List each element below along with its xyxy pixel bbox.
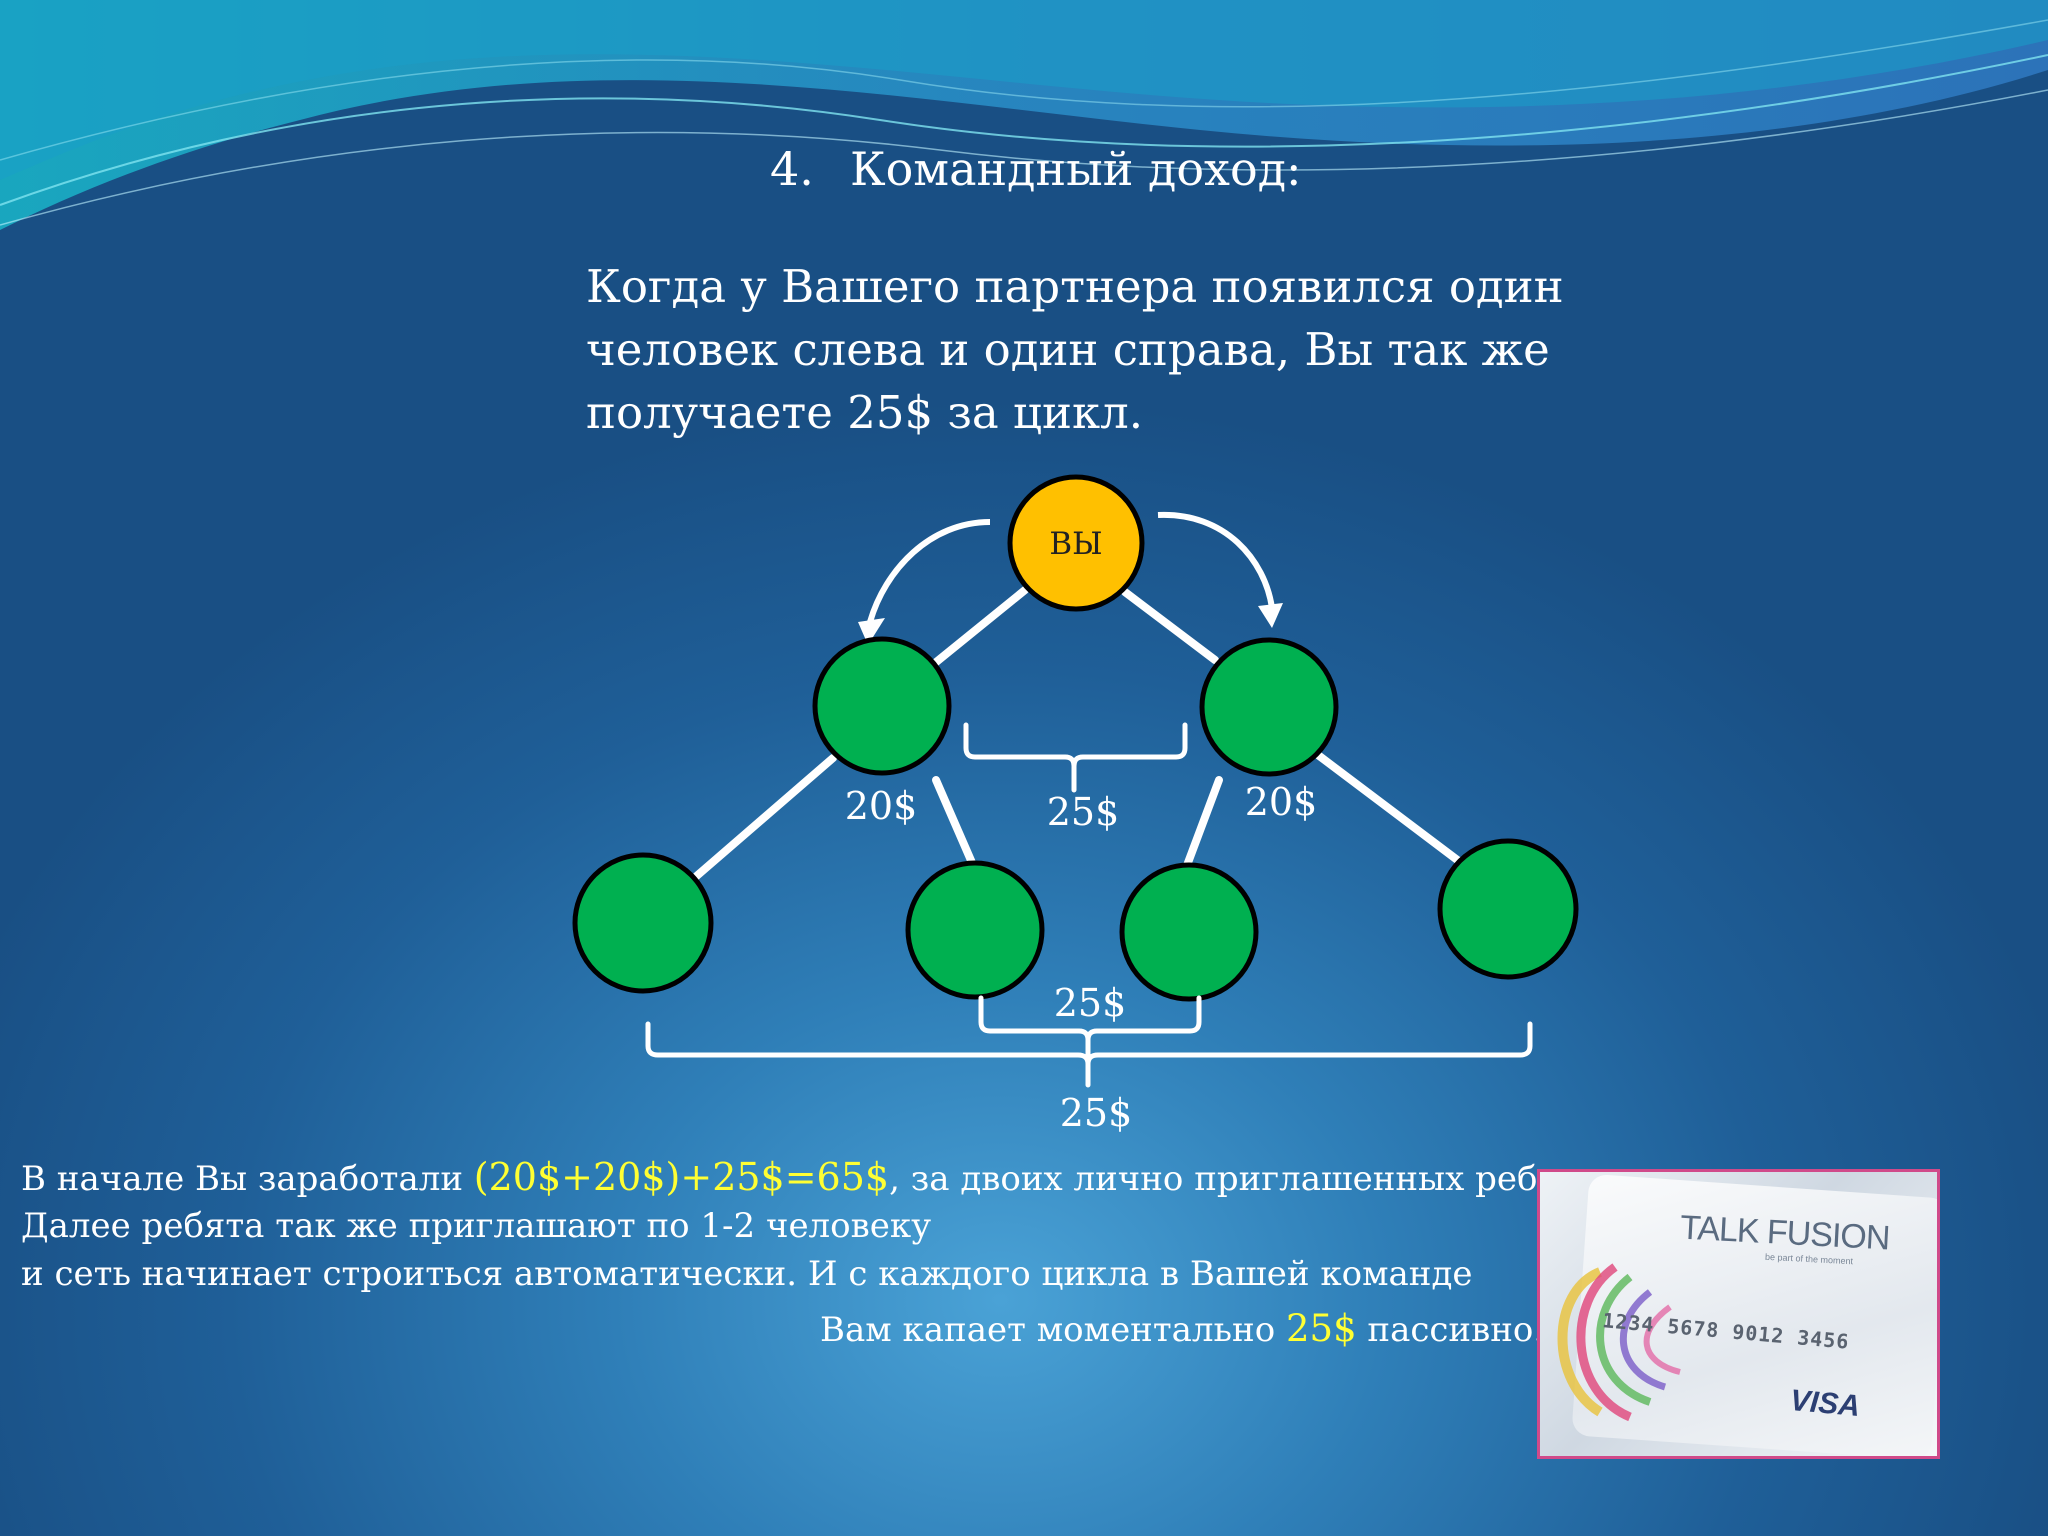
connector-left-leftleaf: [688, 754, 837, 884]
node-leaf-1: [572, 852, 714, 994]
footer-line-2: Далее ребята так же приглашают по 1-2 че…: [21, 1206, 932, 1246]
arrow-left-head-icon: [858, 618, 885, 645]
connector-top-left: [931, 586, 1029, 667]
footer-line-3: и сеть начинает строиться автоматически.…: [21, 1254, 1473, 1294]
paragraph-line: Когда у Вашего партнера появился один: [586, 260, 1564, 313]
intro-paragraph: Когда у Вашего партнера появился один че…: [586, 255, 1566, 444]
brace-bottom: [645, 1021, 1533, 1088]
node-right-partner: [1199, 637, 1339, 777]
right-bonus-label: 20$: [1245, 780, 1318, 824]
tree-connectors: [688, 586, 1464, 884]
paragraph-line: человек слева и один справа, Вы так же: [586, 323, 1550, 376]
arrow-left-icon: [867, 519, 991, 623]
lower-cycle-label: 25$: [1054, 981, 1127, 1025]
passive-amount: 25$: [1285, 1307, 1357, 1350]
footer-line-4-pre: Вам капает моментально: [820, 1310, 1286, 1350]
brace-lower: [978, 995, 1202, 1061]
connector-right-rightleaf: [1314, 751, 1464, 866]
node-left-partner: [812, 636, 952, 776]
node-leaf-2: [905, 860, 1045, 1000]
connector-top-right: [1121, 588, 1219, 664]
connector-right-leftleaf: [1182, 776, 1223, 872]
bottom-cycle-label: 25$: [1060, 1091, 1133, 1135]
footer-line-4: Вам капает моментально 25$ пассивно.: [820, 1307, 1544, 1350]
node-you-label: ВЫ: [1049, 526, 1102, 562]
wave-decoration: [0, 0, 2048, 230]
earnings-formula: (20$+20$)+25$=65$: [473, 1155, 890, 1199]
node-you: [1007, 474, 1145, 612]
arrow-right-icon: [1157, 511, 1275, 609]
title-number: 4.: [770, 142, 814, 196]
talk-fusion-card-image: TALK FUSION be part of the moment 1234 5…: [1537, 1169, 1940, 1459]
node-leaf-4: [1437, 838, 1579, 980]
slide-title: 4. Командный доход:: [770, 142, 1302, 196]
footer-line-1: В начале Вы заработали (20$+20$)+25$=65$…: [21, 1155, 1588, 1199]
left-bonus-label: 20$: [845, 784, 918, 828]
arrow-right-head-icon: [1258, 603, 1283, 628]
node-leaf-3: [1119, 862, 1259, 1002]
visa-logo: VISA: [1788, 1384, 1862, 1423]
card-swirl-logo-icon: [1557, 1263, 1681, 1422]
brace-middle: [963, 722, 1188, 793]
middle-cycle-label: 25$: [1047, 790, 1120, 834]
binary-tree-diagram: ВЫ 20$ 25$ 20$ 25$ 25$: [572, 474, 1579, 1135]
footer-line-1-post: , за двоих лично приглашенных ребят.: [889, 1159, 1589, 1199]
title-text: Командный доход:: [850, 142, 1302, 196]
connector-left-rightleaf: [932, 776, 977, 869]
footer-line-1-pre: В начале Вы заработали: [21, 1159, 474, 1199]
footer-line-4-post: пассивно.: [1356, 1310, 1545, 1350]
paragraph-line: получаете 25$ за цикл.: [586, 386, 1144, 439]
